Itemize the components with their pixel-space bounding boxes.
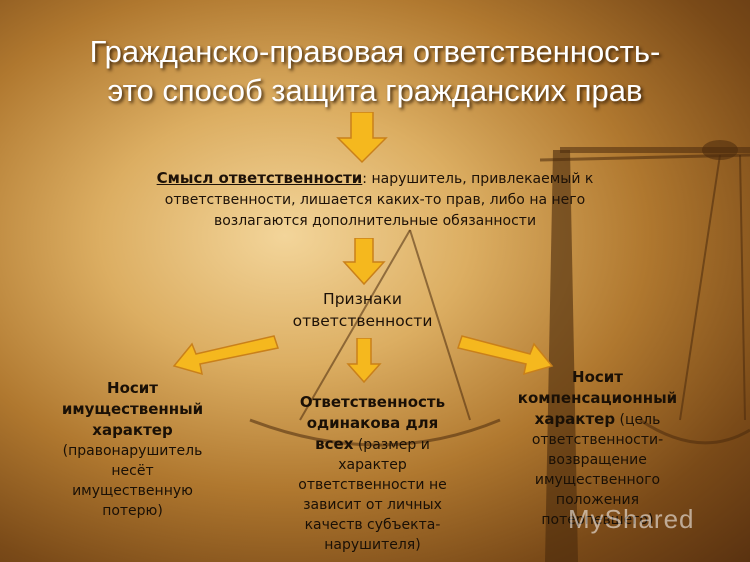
sign-block-compensation-text: (цель ответственности-возвращение имущес… — [531, 412, 664, 528]
meaning-term: Смысл ответственности — [156, 169, 363, 187]
title-line-2: это способ защита гражданских прав — [107, 73, 643, 108]
sign-block-compensation-title: Носит компенсационный характер — [517, 368, 678, 428]
slide-title: Гражданско-правовая ответственность- это… — [20, 32, 730, 110]
signs-line-1: Признаки — [323, 290, 402, 308]
right-down-arrow-icon — [457, 335, 554, 376]
watermark-logo: MyShared — [568, 504, 695, 534]
signs-heading: Признаки ответственности — [270, 288, 455, 332]
down-arrow-icon — [346, 338, 382, 384]
sign-block-property-text: (правонарушитель несёт имущественную пот… — [62, 443, 203, 519]
sign-block-equal-title: Ответственность одинакова для всех — [299, 393, 446, 453]
meaning-text: Смысл ответственности: нарушитель, привл… — [120, 168, 630, 232]
sign-block-property-title: Носит имущественный характер — [61, 379, 204, 439]
sign-block-compensation: Носит компенсационный характер (цель отв… — [510, 367, 685, 530]
signs-line-2: ответственности — [292, 312, 433, 330]
down-arrow-icon — [342, 238, 386, 286]
title-line-1: Гражданско-правовая ответственность- — [89, 34, 661, 69]
down-arrow-icon — [336, 112, 388, 164]
sign-block-equal-text: (размер и характер ответственности не за… — [298, 437, 447, 553]
meaning-colon: : — [362, 171, 368, 187]
meaning-description: нарушитель, привлекаемый к ответственнос… — [164, 171, 594, 229]
left-down-arrow-icon — [172, 335, 279, 376]
sign-block-property: Носит имущественный характер (правонаруш… — [55, 378, 210, 521]
sign-block-equal: Ответственность одинакова для всех (разм… — [290, 392, 455, 555]
